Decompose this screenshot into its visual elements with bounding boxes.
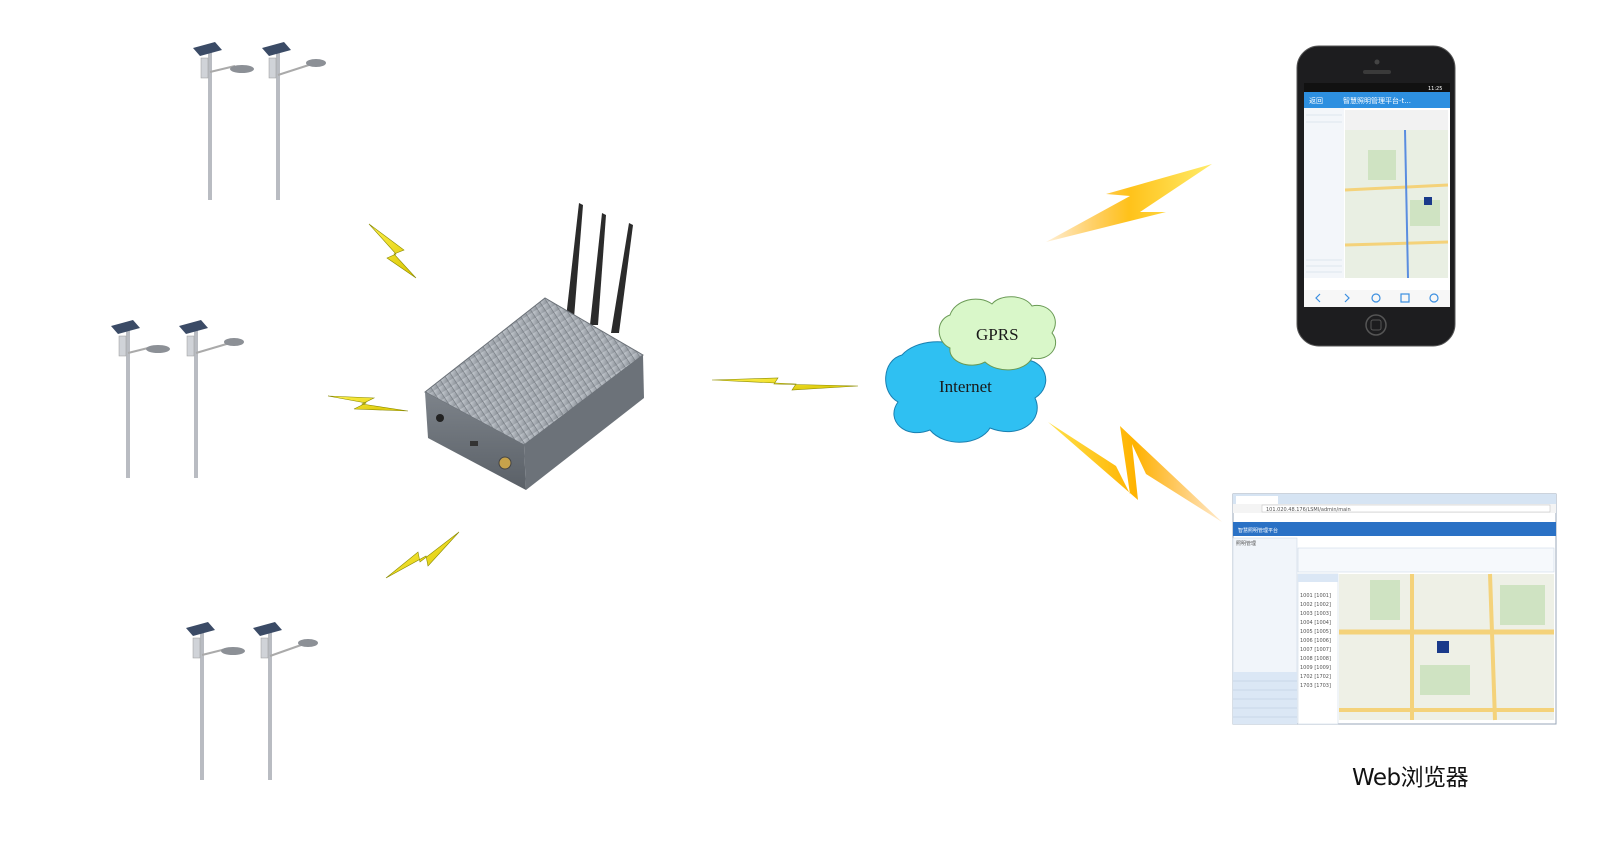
browser-left-panel-title: 照明管理 (1236, 540, 1256, 547)
web-browser-label: Web浏览器 (1352, 765, 1469, 791)
signal-bolt-icon (1048, 422, 1222, 522)
phone-status-time: 11:25 (1428, 86, 1442, 92)
browser-address: 101.020.48.176/LSMI/admin/main (1266, 507, 1351, 513)
streetlight-group-bottom (186, 622, 318, 780)
device-list-item: 1007 [1007] (1300, 647, 1331, 653)
signal-bolt-icon (385, 531, 460, 579)
device-list-item: 1009 [1009] (1300, 665, 1331, 671)
signal-bolt-icon (327, 395, 409, 412)
streetlight-icon (186, 622, 245, 780)
streetlight-icon (262, 42, 326, 200)
gprs-cloud-icon: GPRS (938, 296, 1057, 371)
smartphone-icon: 11:25 返回 智慧照明管理平台-t... (1296, 45, 1456, 347)
signal-bolt-icon (711, 377, 859, 391)
phone-back-label: 返回 (1309, 97, 1323, 105)
web-browser-screenshot: 101.020.48.176/LSMI/admin/main 智慧照明管理平台 … (1232, 493, 1557, 725)
device-list: 1001 [1001] 1002 [1002] 1003 [1003] 1004 [1… (1300, 593, 1331, 689)
device-list-item: 1703 [1703] (1300, 683, 1331, 689)
browser-app-title: 智慧照明管理平台 (1238, 527, 1278, 534)
streetlight-icon (253, 622, 318, 780)
device-list-item: 1006 [1006] (1300, 638, 1331, 644)
gprs-router-icon (424, 203, 644, 490)
signal-bolt-icon (1046, 164, 1212, 242)
internet-label: Internet (939, 377, 992, 396)
streetlight-group-top (193, 42, 326, 200)
gprs-label: GPRS (976, 325, 1019, 344)
signal-bolt-icon (368, 223, 417, 279)
streetlight-icon (111, 320, 170, 478)
streetlight-icon (193, 42, 254, 200)
device-list-item: 1004 [1004] (1300, 620, 1331, 626)
phone-title: 智慧照明管理平台-t... (1343, 96, 1411, 105)
device-list-item: 1702 [1702] (1300, 674, 1331, 680)
device-list-item: 1008 [1008] (1300, 656, 1331, 662)
device-list-item: 1005 [1005] (1300, 629, 1331, 635)
device-list-item: 1001 [1001] (1300, 593, 1331, 599)
streetlight-group-middle (111, 320, 244, 478)
device-list-item: 1002 [1002] (1300, 602, 1331, 608)
device-list-item: 1003 [1003] (1300, 611, 1331, 617)
streetlight-icon (179, 320, 244, 478)
